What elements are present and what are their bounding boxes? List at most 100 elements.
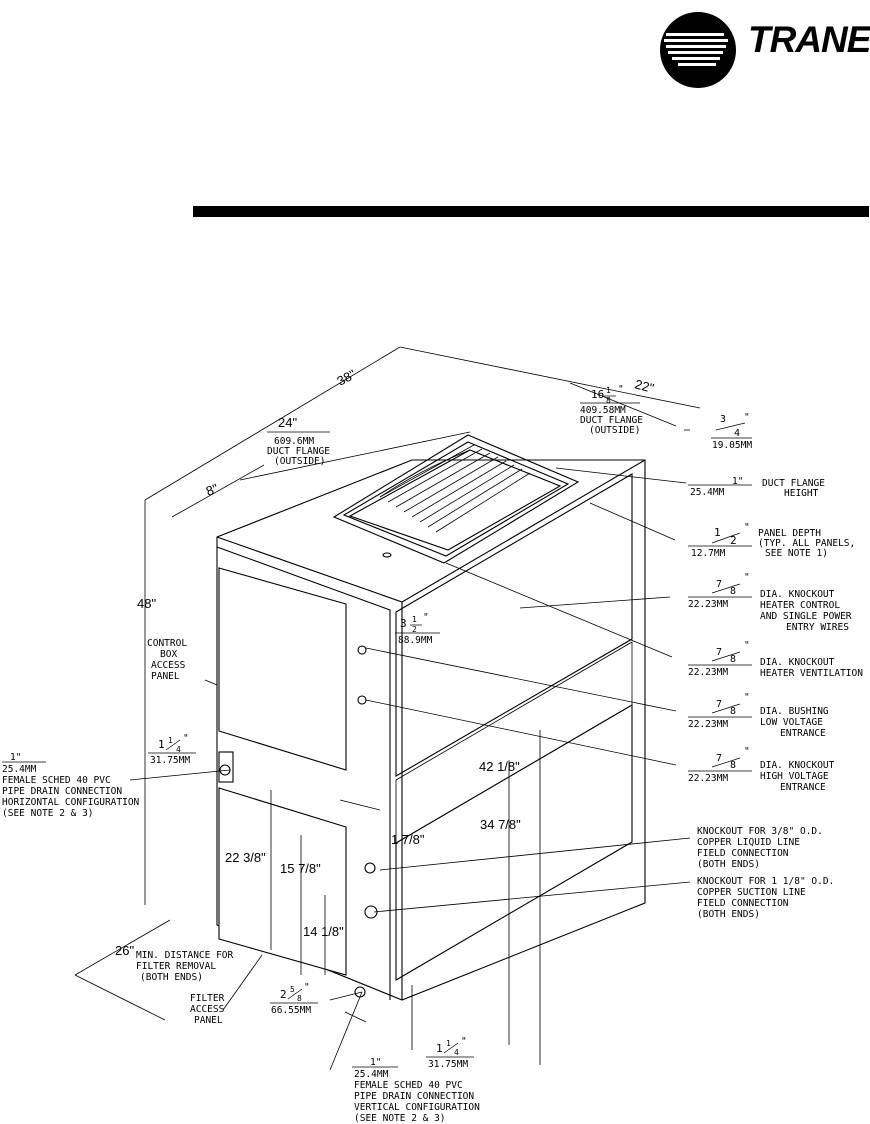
ko-3-8-line3: FIELD CONNECTION bbox=[697, 848, 789, 859]
header-rule bbox=[193, 206, 869, 217]
ko2-num: 7 bbox=[716, 647, 722, 658]
dim-half-note3: SEE NOTE 1) bbox=[765, 548, 828, 559]
dim-26-note2: FILTER REMOVAL bbox=[136, 961, 216, 972]
dim-3-1-2-int: 3 bbox=[400, 617, 407, 630]
dim-16-int: 16 bbox=[591, 388, 604, 401]
ko2-mm: 22.23MM bbox=[688, 667, 728, 678]
dim-24-note2: (OUTSIDE) bbox=[274, 456, 325, 467]
dim-48: 48" bbox=[137, 596, 156, 611]
dim-half-mm: 12.7MM bbox=[691, 548, 726, 559]
dim-3-1-2-mark: " bbox=[423, 612, 429, 623]
dim-26-note3: (BOTH ENDS) bbox=[140, 972, 203, 983]
dim-24-mm: 609.6MM bbox=[274, 436, 314, 447]
drain-v-note3: VERTICAL CONFIGURATION bbox=[354, 1102, 480, 1113]
dim-3-4-num: 3 bbox=[720, 414, 726, 425]
dim-16-note: DUCT FLANGE bbox=[580, 415, 643, 426]
dim-1-1-4-int: 1 bbox=[158, 738, 165, 751]
dim-42-1-8: 42 1/8" bbox=[479, 759, 520, 774]
ko3-mark: " bbox=[744, 692, 750, 703]
dim-half-den: 2 bbox=[730, 534, 737, 547]
ko1-note2: HEATER CONTROL bbox=[760, 600, 840, 611]
dim-2-5-8-mark: " bbox=[304, 982, 310, 993]
trane-logo-icon bbox=[660, 12, 736, 88]
dim-b-1-1-4-num: 1 bbox=[446, 1039, 451, 1048]
dim-26: 26" bbox=[115, 943, 134, 958]
dim-16-note2: (OUTSIDE) bbox=[589, 425, 640, 436]
ko1-num: 7 bbox=[716, 579, 722, 590]
ko3-den: 8 bbox=[730, 706, 736, 717]
dim-1-7-8: 1 7/8" bbox=[391, 832, 425, 847]
ko1-note4: ENTRY WIRES bbox=[786, 622, 849, 633]
dim-24-note: DUCT FLANGE bbox=[267, 446, 330, 457]
ko1-note1: DIA. KNOCKOUT bbox=[760, 589, 835, 600]
ko4-num: 7 bbox=[716, 753, 722, 764]
dim-2-5-8-num: 5 bbox=[290, 985, 295, 994]
ko3-note1: DIA. BUSHING bbox=[760, 706, 829, 717]
drain-v-mm: 25.4MM bbox=[354, 1069, 389, 1080]
drain-v-note4: (SEE NOTE 2 & 3) bbox=[354, 1113, 446, 1124]
filter-label-1: FILTER bbox=[190, 993, 225, 1004]
ko4-den: 8 bbox=[730, 760, 736, 771]
dim-26-note1: MIN. DISTANCE FOR bbox=[136, 950, 234, 961]
control-box-label-1: CONTROL bbox=[147, 638, 187, 649]
brand-wordmark: TRANE® bbox=[748, 19, 870, 60]
dim-1-flange: 1" bbox=[732, 476, 743, 487]
filter-label-3: PANEL bbox=[194, 1015, 223, 1026]
dim-34-7-8: 34 7/8" bbox=[480, 817, 521, 832]
ko-1-1-8-line3: FIELD CONNECTION bbox=[697, 898, 789, 909]
drain-h-note4: (SEE NOTE 2 & 3) bbox=[2, 808, 94, 819]
ko3-num: 7 bbox=[716, 699, 722, 710]
ko4-note2: HIGH VOLTAGE bbox=[760, 771, 829, 782]
dim-14-1-8: 14 1/8" bbox=[303, 924, 344, 939]
dim-22: 22" bbox=[633, 376, 656, 396]
dim-16-den: 8 bbox=[606, 396, 611, 405]
dim-16-num: 1 bbox=[606, 386, 611, 395]
drain-v-note2: PIPE DRAIN CONNECTION bbox=[354, 1091, 474, 1102]
dim-b-1-1-4-mm: 31.75MM bbox=[428, 1059, 468, 1070]
dim-b-1-1-4-int: 1 bbox=[436, 1042, 443, 1055]
ko1-mm: 22.23MM bbox=[688, 599, 728, 610]
ko-3-8-line4: (BOTH ENDS) bbox=[697, 859, 760, 870]
ko4-mark: " bbox=[744, 746, 750, 757]
ko2-den: 8 bbox=[730, 654, 736, 665]
drain-h-size: 1" bbox=[10, 752, 21, 763]
ko1-mark: " bbox=[744, 572, 750, 583]
dim-8: 8" bbox=[204, 481, 221, 499]
dim-16-mark: " bbox=[618, 384, 624, 395]
dim-1-1-4-mm: 31.75MM bbox=[150, 755, 190, 766]
dim-half-note2: (TYP. ALL PANELS, bbox=[758, 538, 855, 549]
control-box-label-3: ACCESS bbox=[151, 660, 186, 671]
ko-1-1-8-line4: (BOTH ENDS) bbox=[697, 909, 760, 920]
filter-label-2: ACCESS bbox=[190, 1004, 225, 1015]
ko-3-8-line1: KNOCKOUT FOR 3/8" O.D. bbox=[697, 826, 823, 837]
ko-3-8-line2: COPPER LIQUID LINE bbox=[697, 837, 800, 848]
dim-3-1-2-den: 2 bbox=[412, 625, 417, 634]
dim-half-num: 1 bbox=[714, 526, 721, 539]
ko3-note3: ENTRANCE bbox=[780, 728, 826, 739]
dim-15-7-8: 15 7/8" bbox=[280, 861, 321, 876]
control-box-label-2: BOX bbox=[160, 649, 177, 660]
dim-16-mm: 409.58MM bbox=[580, 405, 626, 416]
ko2-note1: DIA. KNOCKOUT bbox=[760, 657, 835, 668]
dim-38: 38" bbox=[334, 366, 358, 388]
dim-1-flange-note2: HEIGHT bbox=[784, 488, 819, 499]
dim-3-1-2-mm: 88.9MM bbox=[398, 635, 433, 646]
ko1-note3: AND SINGLE POWER bbox=[760, 611, 852, 622]
dim-1-flange-mm: 25.4MM bbox=[690, 487, 725, 498]
ko3-note2: LOW VOLTAGE bbox=[760, 717, 823, 728]
ko3-mm: 22.23MM bbox=[688, 719, 728, 730]
dim-1-flange-note: DUCT FLANGE bbox=[762, 478, 825, 489]
dim-24: 24" bbox=[278, 415, 297, 430]
dim-half-note: PANEL DEPTH bbox=[758, 528, 821, 539]
drain-h-note3: HORIZONTAL CONFIGURATION bbox=[2, 797, 140, 808]
dim-half-mark: " bbox=[744, 522, 750, 533]
drain-h-mm: 25.4MM bbox=[2, 764, 37, 775]
drain-v-size: 1" bbox=[370, 1057, 381, 1068]
dim-2-5-8-int: 2 bbox=[280, 988, 287, 1001]
ko4-note3: ENTRANCE bbox=[780, 782, 826, 793]
ko4-note1: DIA. KNOCKOUT bbox=[760, 760, 835, 771]
ko-1-1-8-line2: COPPER SUCTION LINE bbox=[697, 887, 806, 898]
dim-3-1-2-num: 1 bbox=[412, 615, 417, 624]
dim-2-5-8-den: 8 bbox=[297, 994, 302, 1003]
